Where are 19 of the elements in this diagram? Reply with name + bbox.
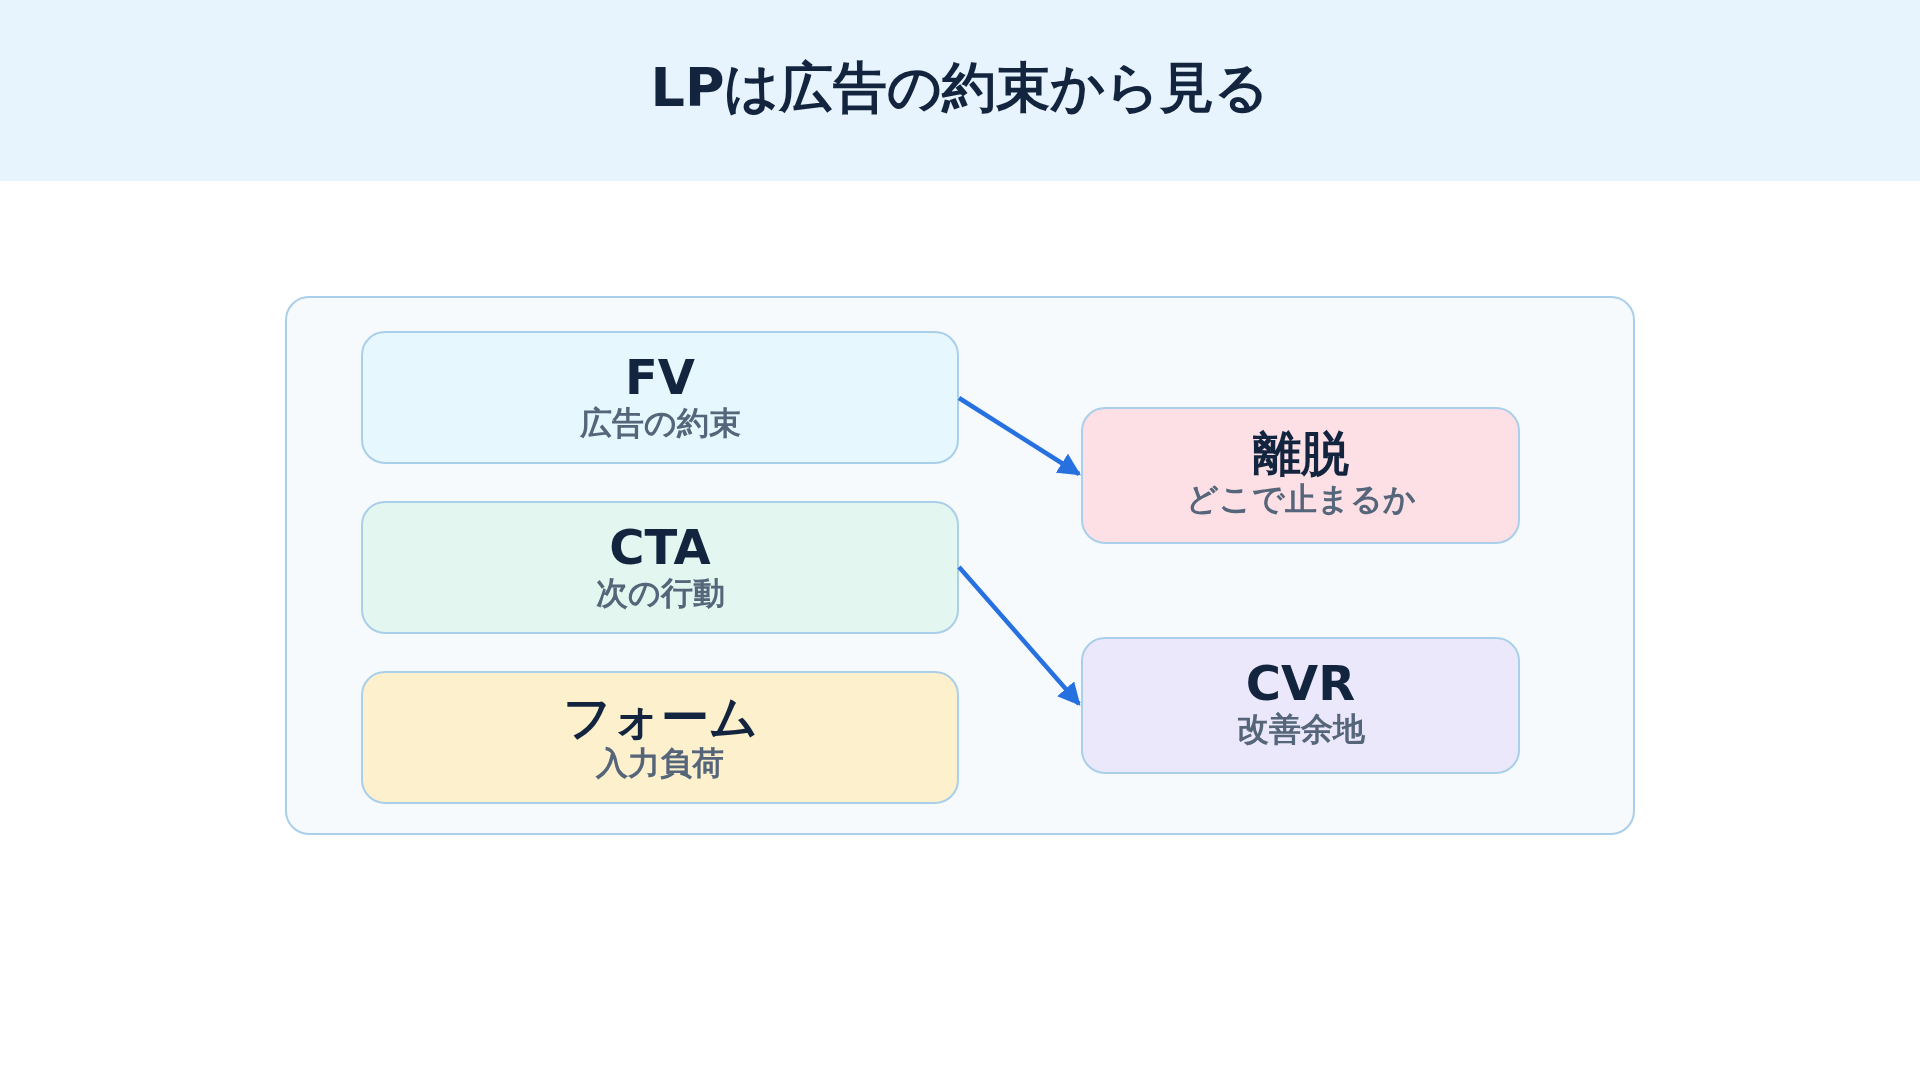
process-box [361,331,959,464]
node-title: 離脱 [1252,425,1349,481]
process-box [361,671,959,804]
process-box [361,501,959,634]
process-box [1081,407,1520,544]
title: LPは広告の約束から見る [649,55,1271,121]
node-subtitle: 広告の約束 [579,403,741,443]
process-box [1081,637,1520,774]
node-title: フォーム [562,689,758,745]
node-subtitle: 次の行動 [595,573,725,613]
node-title: CTA [609,519,711,575]
panel-box [285,296,1635,835]
node-title: CVR [1245,655,1356,711]
node-subtitle: 入力負荷 [596,743,724,783]
arrow [957,396,1081,476]
arrow [957,565,1081,706]
node-title: FV [625,349,695,405]
node-subtitle: どこで止まるか [1185,479,1416,519]
node-subtitle: 改善余地 [1236,709,1365,749]
